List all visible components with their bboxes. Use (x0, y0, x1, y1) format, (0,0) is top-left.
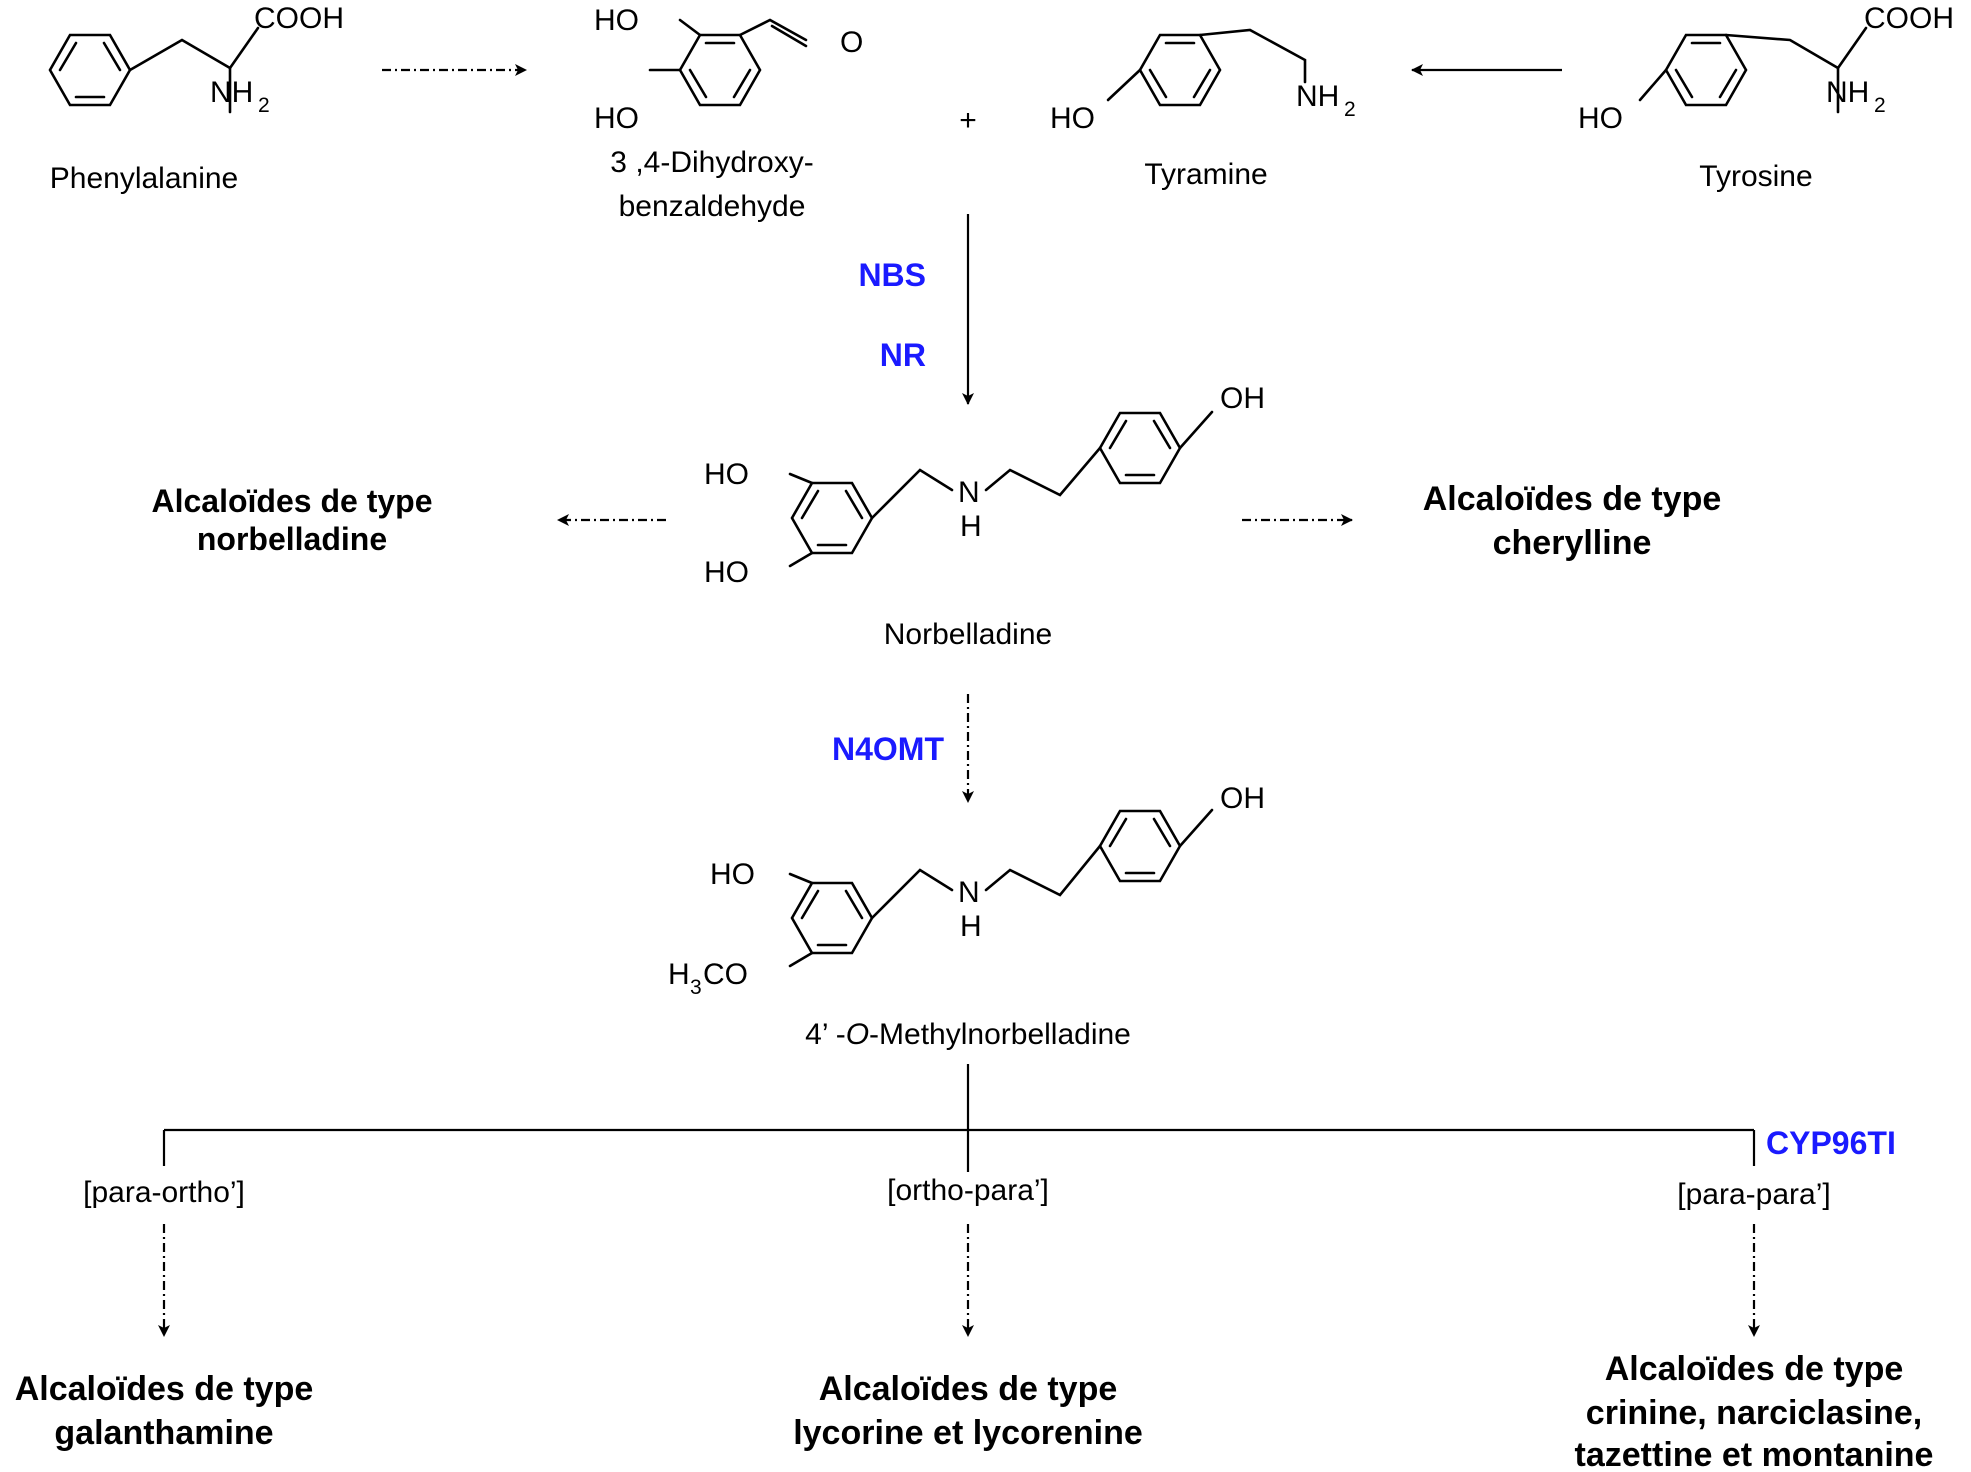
norbelladine-structure: HO HO OH N H Norbelladine (704, 382, 1265, 651)
enzyme-cyp96t1: CYP96TI (1766, 1125, 1896, 1161)
methoxy-h: H (668, 958, 690, 991)
tyrosine-cooh: COOH (1864, 2, 1954, 35)
methoxy-co: CO (703, 958, 748, 991)
class-galanthamine-type: Alcaloïdes de type galanthamine (15, 1370, 314, 1452)
class-norbelladine-line2: norbelladine (197, 521, 387, 557)
norbelladine-ho-bottom: HO (704, 556, 749, 589)
tyrosine-nh: NH (1826, 76, 1869, 109)
norbelladine-ho-top: HO (704, 458, 749, 491)
coupling-ortho-para: [ortho-para’] (887, 1174, 1049, 1207)
phenylalanine-label: Phenylalanine (50, 162, 238, 195)
methylnorbelladine-label-suffix: -Methylnorbelladine (869, 1018, 1131, 1051)
tyramine-nh: NH (1296, 80, 1339, 113)
phenylalanine-nh: NH (210, 76, 253, 109)
enzyme-n4omt: N4OMT (832, 731, 944, 767)
dhba-label-line1: 3 ,4-Dihydroxy- (610, 146, 813, 179)
phenylalanine-nh-subscript: 2 (258, 94, 270, 117)
dhba-ho-top: HO (594, 4, 639, 37)
methylnorbelladine-label-prefix: 4’ - (805, 1018, 846, 1051)
norbelladine-n: N (958, 476, 980, 509)
norbelladine-h: H (960, 510, 982, 543)
tyrosine-label: Tyrosine (1699, 160, 1812, 193)
class-lycorine-line2: lycorine et lycorenine (793, 1414, 1143, 1452)
tyramine-nh-subscript: 2 (1344, 98, 1356, 121)
class-cherylline-line1: Alcaloïdes de type (1423, 480, 1722, 518)
class-crinine-line2: crinine, narciclasine, (1586, 1394, 1922, 1432)
class-crinine-line1: Alcaloïdes de type (1605, 1350, 1904, 1388)
class-crinine-type: Alcaloïdes de type crinine, narciclasine… (1575, 1350, 1934, 1472)
class-lycorine-type: Alcaloïdes de type lycorine et lycorenin… (793, 1370, 1143, 1452)
enzyme-nr: NR (880, 337, 926, 373)
class-galanthamine-line2: galanthamine (54, 1414, 273, 1452)
class-galanthamine-line1: Alcaloïdes de type (15, 1370, 314, 1408)
coupling-para-ortho: [para-ortho’] (83, 1176, 245, 1209)
dhba-label-line2: benzaldehyde (619, 190, 806, 223)
methylnorbelladine-oh: OH (1220, 782, 1265, 815)
dhba-structure: HO HO O 3 ,4-Dihydroxy- benzaldehyde (594, 4, 863, 223)
methylnorbelladine-label: 4’ -O-Methylnorbelladine (805, 1018, 1131, 1051)
tyramine-ho: HO (1050, 102, 1095, 135)
tyramine-structure: HO NH 2 Tyramine (1050, 28, 1356, 191)
class-cherylline-type: Alcaloïdes de type cherylline (1423, 480, 1722, 562)
methylnorbelladine-structure: HO OH N H H 3 CO 4’ -O-Methylnorbelladin… (668, 782, 1265, 1051)
methylnorbelladine-ho: HO (710, 858, 755, 891)
coupling-para-para: [para-para’] (1677, 1178, 1830, 1211)
class-cherylline-line2: cherylline (1493, 524, 1652, 562)
phenylalanine-structure: COOH NH 2 Phenylalanine (48, 2, 344, 195)
dhba-aldehyde-o: O (840, 26, 863, 59)
plus-sign: + (959, 104, 977, 137)
tyramine-label: Tyramine (1144, 158, 1267, 191)
tyrosine-nh-subscript: 2 (1874, 94, 1886, 117)
methylnorbelladine-n: N (958, 876, 980, 909)
enzyme-nbs: NBS (858, 257, 926, 293)
tyrosine-ho: HO (1578, 102, 1623, 135)
class-norbelladine-type: Alcaloïdes de type norbelladine (152, 483, 433, 557)
class-norbelladine-line1: Alcaloïdes de type (152, 483, 433, 519)
phenylalanine-cooh: COOH (254, 2, 344, 35)
class-crinine-line3: tazettine et montanine (1575, 1436, 1934, 1472)
coupling-branch-tree (162, 1064, 1756, 1172)
norbelladine-oh: OH (1220, 382, 1265, 415)
norbelladine-label: Norbelladine (884, 618, 1052, 651)
dhba-ho-bottom: HO (594, 102, 639, 135)
methylnorbelladine-h: H (960, 910, 982, 943)
methoxy-subscript: 3 (690, 976, 702, 999)
class-lycorine-line1: Alcaloïdes de type (819, 1370, 1118, 1408)
methylnorbelladine-label-italic: O (846, 1018, 869, 1051)
tyrosine-structure: HO COOH NH 2 Tyrosine (1578, 2, 1954, 193)
